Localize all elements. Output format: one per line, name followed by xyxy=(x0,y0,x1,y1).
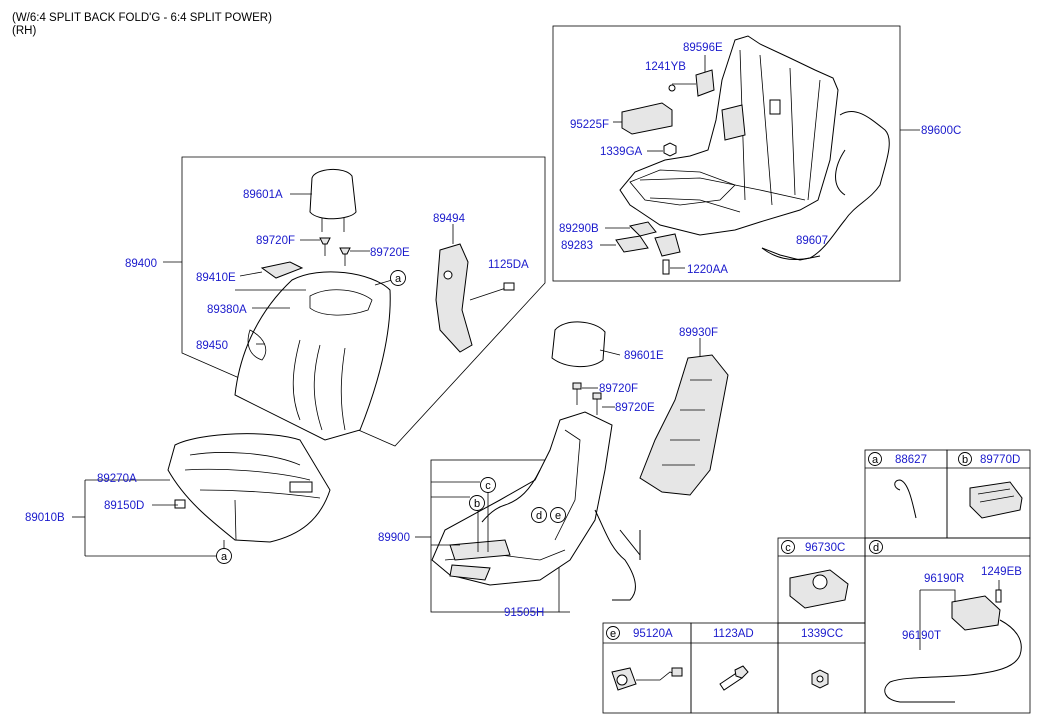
legend-part-1123AD[interactable]: 1123AD xyxy=(713,628,754,640)
bracket-89290B xyxy=(600,221,681,257)
header-title-line1: (W/6:4 SPLIT BACK FOLD'G - 6:4 SPLIT POW… xyxy=(12,12,272,24)
label-89283[interactable]: 89283 xyxy=(561,240,593,252)
callout-e-text: e xyxy=(555,510,561,522)
label-89596E[interactable]: 89596E xyxy=(683,42,723,54)
legend-connector-95120A xyxy=(611,667,683,691)
legend-usb-96190 xyxy=(884,580,1022,703)
label-89494[interactable]: 89494 xyxy=(433,213,466,225)
legend-callout-e xyxy=(606,626,620,640)
legend-part-89770D[interactable]: 89770D xyxy=(980,454,1020,466)
callout-d xyxy=(531,507,547,523)
legend-callout-d xyxy=(869,540,883,554)
legend-switch-89770D xyxy=(969,481,1023,519)
callout-c xyxy=(480,477,496,493)
legend-part-96190R[interactable]: 96190R xyxy=(924,573,964,585)
guides-89720 xyxy=(300,237,370,266)
label-89380A[interactable]: 89380A xyxy=(207,304,247,316)
seatback-box-border xyxy=(181,156,546,447)
bracket-89494 xyxy=(435,224,515,353)
armrest-group xyxy=(415,321,641,613)
callout-b xyxy=(469,495,485,511)
label-89290B[interactable]: 89290B xyxy=(559,223,599,235)
legend-part-96730C[interactable]: 96730C xyxy=(805,542,845,554)
callout-c-text: c xyxy=(485,480,491,492)
legend-part-1249EB[interactable]: 1249EB xyxy=(981,566,1022,578)
legend-callout-a-text: a xyxy=(872,454,879,466)
seat-cushion-group xyxy=(72,433,331,557)
legend-callout-a xyxy=(868,452,882,466)
headrest-89601E xyxy=(551,321,621,367)
callout-b-text: b xyxy=(474,498,480,510)
callout-a-top-text: a xyxy=(395,273,402,285)
legend-callout-b xyxy=(958,452,972,466)
label-89601E[interactable]: 89601E xyxy=(624,350,664,362)
seatback-frame-group xyxy=(552,25,920,282)
guides-89720-b xyxy=(572,382,615,415)
callout-d-text: d xyxy=(536,510,542,522)
label-89720E-a[interactable]: 89720E xyxy=(370,247,410,259)
label-1220AA[interactable]: 1220AA xyxy=(687,264,728,276)
bolt-1220AA xyxy=(662,259,685,275)
legend-callout-e-text: e xyxy=(610,628,616,640)
label-89150D[interactable]: 89150D xyxy=(104,500,144,512)
label-89930F[interactable]: 89930F xyxy=(679,327,718,339)
label-1125DA[interactable]: 1125DA xyxy=(488,259,529,271)
label-95225F[interactable]: 95225F xyxy=(570,119,609,131)
label-89720E-b[interactable]: 89720E xyxy=(615,402,655,414)
label-89600C[interactable]: 89600C xyxy=(921,125,961,137)
label-89720F-a[interactable]: 89720F xyxy=(256,235,295,247)
label-89900[interactable]: 89900 xyxy=(378,532,410,544)
seatback-frame-illustration xyxy=(619,35,839,236)
armrest-body-89900 xyxy=(431,411,613,586)
module-89596E xyxy=(668,55,715,97)
label-89270A[interactable]: 89270A xyxy=(97,473,137,485)
label-89010B[interactable]: 89010B xyxy=(25,512,65,524)
callout-e xyxy=(550,507,566,523)
legend-callout-b-text: b xyxy=(962,454,968,466)
legend-callout-d-text: d xyxy=(873,542,879,554)
label-89607[interactable]: 89607 xyxy=(796,235,828,247)
legend-switch-96730C xyxy=(789,569,849,609)
callout-a-bottom-text: a xyxy=(221,551,228,563)
legend-callout-c-text: c xyxy=(785,542,791,554)
label-1241YB[interactable]: 1241YB xyxy=(645,61,686,73)
label-89410E[interactable]: 89410E xyxy=(196,272,236,284)
legend-nut-1339CC xyxy=(811,669,829,689)
seatback-box-group xyxy=(163,156,546,447)
callout-a-top xyxy=(390,270,406,286)
legend-part-96190T[interactable]: 96190T xyxy=(902,630,941,642)
label-89720F-b[interactable]: 89720F xyxy=(599,383,638,395)
legend-part-88627[interactable]: 88627 xyxy=(895,454,927,466)
header-title-line2: (RH) xyxy=(12,25,37,37)
legend-bolt-1123AD xyxy=(719,665,749,691)
label-89400[interactable]: 89400 xyxy=(125,258,157,270)
legend-part-1339CC[interactable]: 1339CC xyxy=(801,628,843,640)
headrest-89601A xyxy=(290,169,357,232)
trim-89410E xyxy=(239,261,304,279)
ecu-95225F xyxy=(613,102,673,135)
legend-clip-88627 xyxy=(894,479,917,519)
label-89450[interactable]: 89450 xyxy=(196,340,228,352)
frame-box-border xyxy=(552,25,901,282)
legend-callout-c xyxy=(781,540,795,554)
label-89601A[interactable]: 89601A xyxy=(243,189,283,201)
legend-table xyxy=(602,449,1031,714)
legend-part-95120A[interactable]: 95120A xyxy=(633,628,673,640)
callout-a-bottom xyxy=(216,548,232,564)
nut-1339GA xyxy=(647,142,677,157)
frame-89930F xyxy=(639,338,729,496)
label-1339GA[interactable]: 1339GA xyxy=(600,146,643,158)
harness-89607 xyxy=(761,247,821,261)
seatback-cushion-89380A xyxy=(234,271,391,441)
label-91505H[interactable]: 91505H xyxy=(504,607,544,619)
